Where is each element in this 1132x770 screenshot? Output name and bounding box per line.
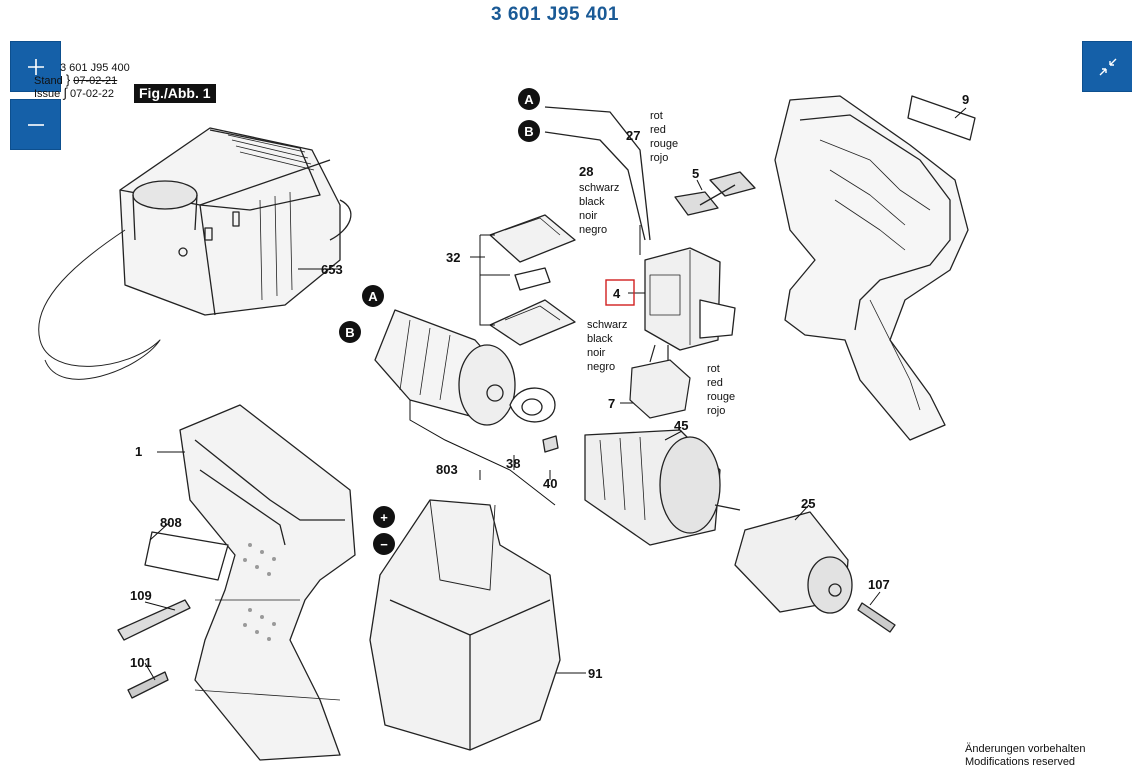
- part-number-9: 9: [962, 92, 969, 107]
- zoom-out-button[interactable]: [10, 99, 61, 150]
- part-number-28: 28: [579, 164, 593, 179]
- footer-line-en: Modifications reserved: [965, 756, 1076, 768]
- chuck-drawing: [734, 511, 853, 614]
- wire-color-text: red: [650, 124, 666, 136]
- part-number-38: 38: [506, 456, 520, 471]
- connector-label: B: [345, 325, 354, 340]
- wire-7-black-colors: schwarz black noir negro: [587, 319, 627, 373]
- connector-b-motor: B: [339, 321, 361, 343]
- part-number-27: 27: [626, 128, 640, 143]
- part-number-7: 7: [608, 396, 615, 411]
- wire-color-text: rojo: [707, 405, 725, 417]
- plus-icon: [27, 58, 44, 75]
- part-number-803: 803: [436, 462, 458, 477]
- part-number-40: 40: [543, 476, 557, 491]
- slide-switch-drawing: [674, 171, 756, 216]
- battery-drawing: [369, 499, 561, 751]
- footer-line-de: Änderungen vorbehalten: [965, 743, 1086, 755]
- part-number-25: 25: [801, 496, 815, 511]
- terminal-label: −: [380, 537, 388, 552]
- battery-minus-terminal: −: [373, 533, 395, 555]
- drill-body-drawing: [144, 404, 356, 761]
- battery-plus-terminal: +: [373, 506, 395, 528]
- connector-label: B: [524, 124, 533, 139]
- wire-color-text: red: [707, 377, 723, 389]
- part-number-45: 45: [674, 418, 688, 433]
- housing-half-drawing: [774, 95, 976, 441]
- part-number-101: 101: [130, 655, 152, 670]
- connector-label: A: [524, 92, 534, 107]
- wire-color-text: rot: [707, 363, 720, 375]
- part-number-32: 32: [446, 250, 460, 265]
- connector-7-drawing: [629, 344, 691, 419]
- wire-color-text: black: [579, 196, 605, 208]
- charger-drawing: [38, 127, 352, 380]
- wire-color-text: negro: [587, 361, 615, 373]
- wire-color-text: noir: [587, 347, 606, 359]
- switch-drawing: [644, 247, 736, 351]
- connector-a-top: A: [518, 88, 540, 110]
- stand-label: Stand: [34, 75, 63, 87]
- document-meta: 3 601 J95 400 Stand } 07-02-21 Issue ∫ 0…: [34, 62, 130, 100]
- wire-color-text: rouge: [650, 138, 678, 150]
- part-number-1: 1: [135, 444, 142, 459]
- part-number-107: 107: [868, 577, 890, 592]
- wire-28-colors: schwarz black noir negro: [579, 182, 619, 236]
- wire-color-text: negro: [579, 224, 607, 236]
- wire-color-text: rouge: [707, 391, 735, 403]
- stand-date: 07-02-21: [73, 75, 118, 87]
- part-number-109: 109: [130, 588, 152, 603]
- wire-color-text: black: [587, 333, 613, 345]
- part-4-highlight: [605, 279, 635, 306]
- zoom-in-button[interactable]: [10, 41, 61, 92]
- wire-7-red-colors: rot red rouge rojo: [707, 363, 735, 417]
- issue-date: 07-02-22: [69, 88, 115, 100]
- minus-icon: [27, 123, 44, 126]
- wire-color-text: schwarz: [587, 319, 627, 331]
- gearbox-drawing: [584, 429, 741, 546]
- figure-label: Fig./Abb. 1: [134, 84, 216, 103]
- doc-code: 3 601 J95 400: [60, 62, 130, 74]
- connector-label: A: [368, 289, 378, 304]
- footer-note: Änderungen vorbehalten Modifications res…: [965, 743, 1085, 769]
- wire-color-text: rot: [650, 110, 663, 122]
- part-number-91: 91: [588, 666, 602, 681]
- collapse-button[interactable]: [1082, 41, 1132, 92]
- part-number-653: 653: [321, 262, 343, 277]
- part-number-808: 808: [160, 515, 182, 530]
- wire-color-text: schwarz: [579, 182, 619, 194]
- issue-label: Issue: [34, 88, 61, 100]
- connector-a-motor: A: [362, 285, 384, 307]
- part-number-5: 5: [692, 166, 699, 181]
- connector-b-top: B: [518, 120, 540, 142]
- wire-color-text: noir: [579, 210, 598, 222]
- terminal-label: +: [380, 510, 388, 525]
- motor-drawing: [374, 309, 516, 426]
- wire-color-text: rojo: [650, 152, 668, 164]
- wire-27-colors: rot red rouge rojo: [650, 110, 678, 164]
- collapse-icon: [1099, 58, 1116, 75]
- clip-plate-drawing: [489, 214, 576, 346]
- page-title: 3 601 J95 401: [490, 4, 619, 25]
- part-number-4: 4: [613, 286, 621, 301]
